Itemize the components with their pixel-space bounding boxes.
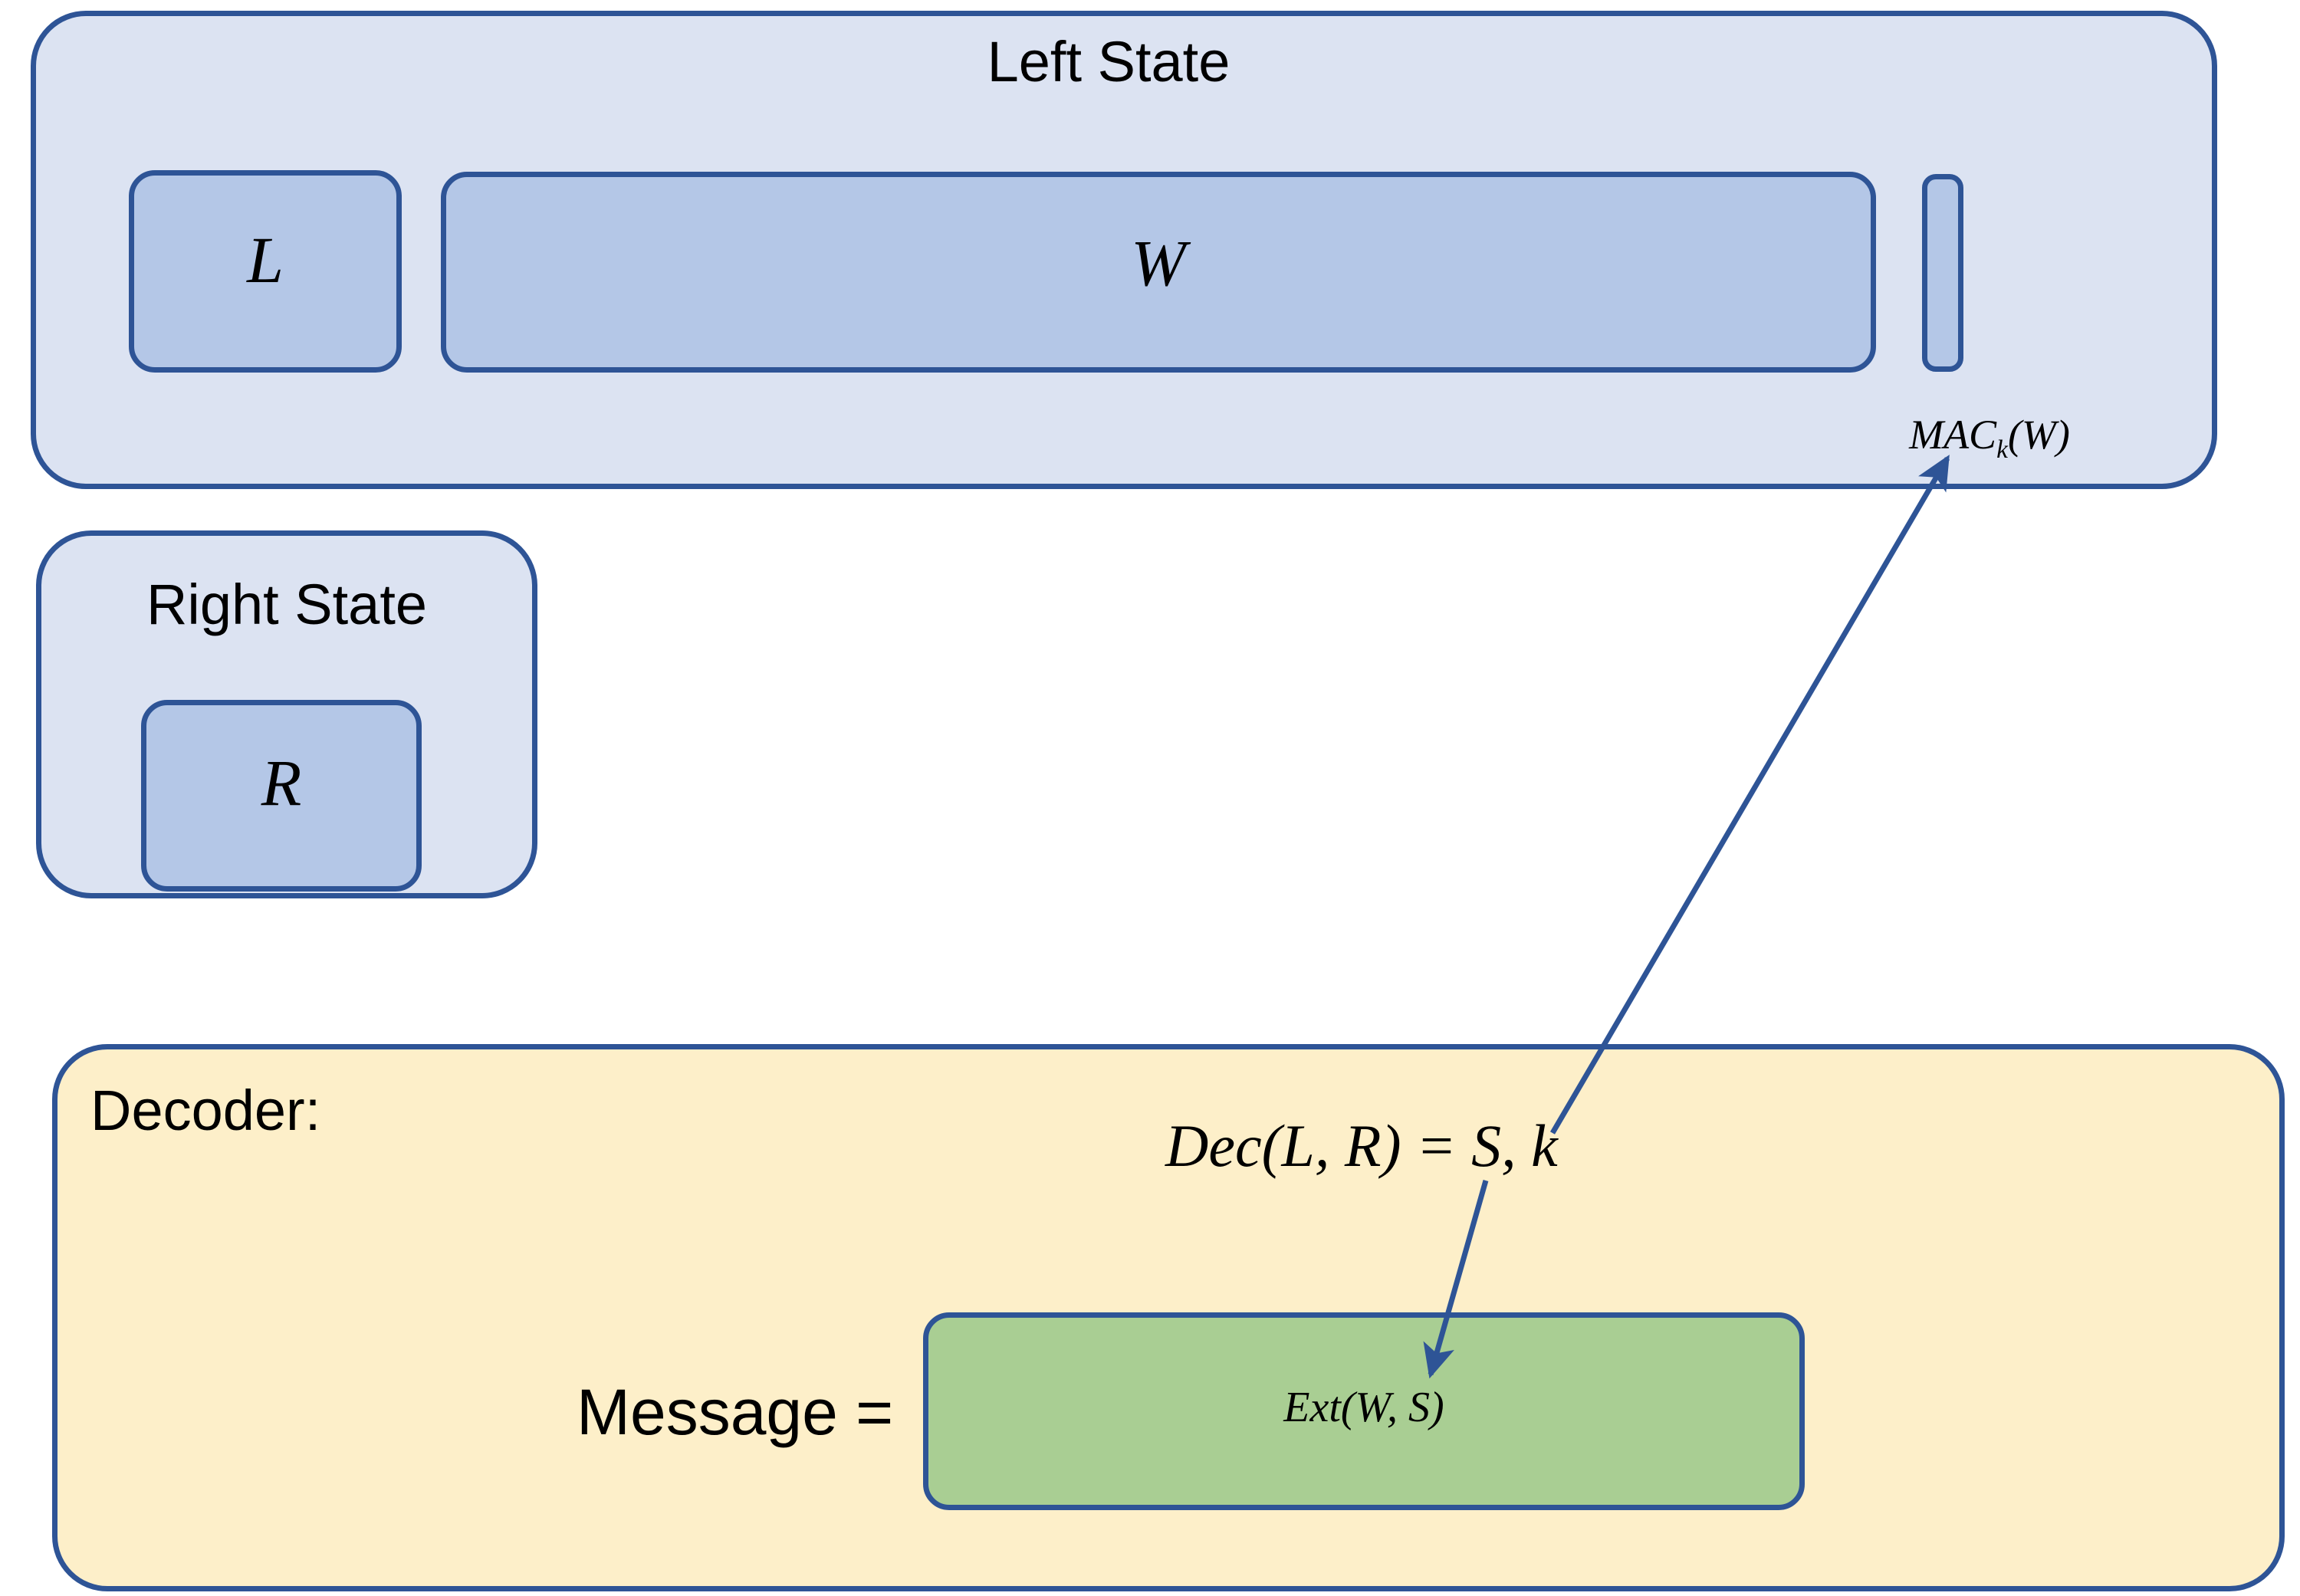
left-state-block-L bbox=[129, 170, 402, 373]
message-output-text: Ext(W, S) bbox=[1283, 1384, 1444, 1431]
mac-label-subscript: k bbox=[1996, 435, 2008, 464]
left-state-title: Left State bbox=[987, 30, 1230, 94]
left-state-block-mac-tag bbox=[1922, 174, 1963, 372]
decoder-title: Decoder: bbox=[90, 1079, 321, 1142]
decoder-formula: Dec(L, R) = S, k bbox=[1165, 1112, 1558, 1179]
right-state-block-R bbox=[141, 700, 422, 892]
block-R-label: R bbox=[261, 746, 302, 819]
mac-label-suffix: (W) bbox=[2007, 412, 2070, 458]
right-state-title: Right State bbox=[146, 573, 428, 636]
mac-label-prefix: MAC bbox=[1909, 412, 1997, 458]
key-to-mac-arrow-icon bbox=[1549, 455, 1950, 1135]
left-state-block-W bbox=[441, 172, 1876, 373]
mac-tag-label: MACk(W) bbox=[1863, 414, 2116, 462]
message-output-box bbox=[923, 1312, 1805, 1510]
block-W-label: W bbox=[1131, 226, 1186, 300]
message-label: Message = bbox=[577, 1376, 894, 1448]
block-L-label: L bbox=[247, 223, 284, 297]
